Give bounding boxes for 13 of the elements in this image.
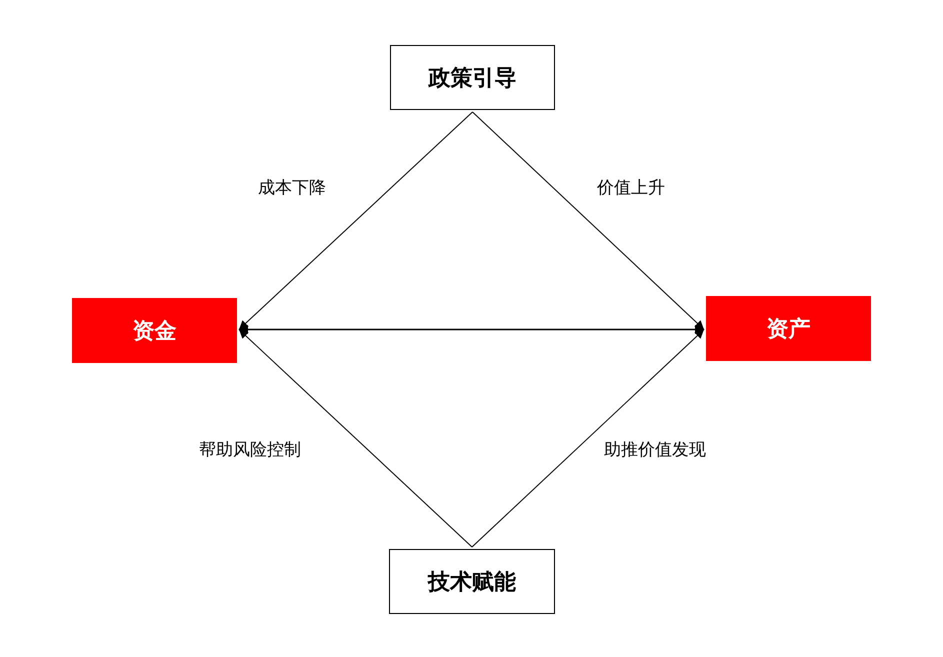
text-box: 政策引导 [390,45,555,110]
edge-label: 价值上升 [597,177,665,199]
arrow [238,329,472,548]
text-box: 资产 [706,296,871,361]
arrow [238,112,473,330]
text-box: 资金 [72,298,237,363]
edge-label: 帮助风险控制 [199,439,301,461]
text-box: 技术赋能 [389,549,555,614]
arrow [472,112,704,330]
edge-label: 助推价值发现 [604,439,706,461]
arrow [239,325,704,334]
arrow [472,329,704,548]
edge-label: 成本下降 [258,177,326,199]
